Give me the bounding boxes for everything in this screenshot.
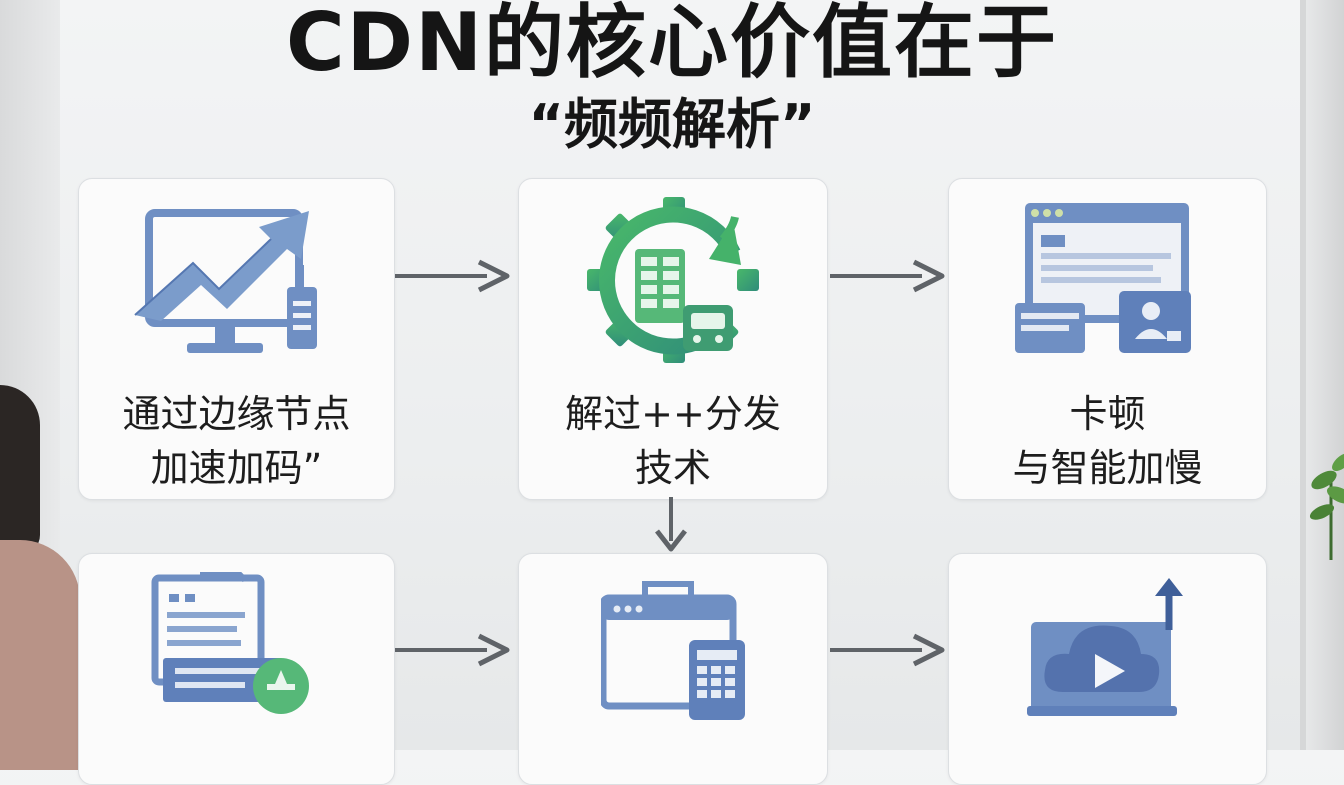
window-tablet-icon — [601, 581, 745, 720]
arrow-right-4 — [830, 633, 945, 667]
node-label-line2: 加速加码” — [150, 446, 323, 490]
plant-icon — [1309, 453, 1344, 560]
node-card-smart-buffering: 卡顿 与智能加慢 — [948, 178, 1267, 500]
arrow-down — [655, 497, 687, 552]
cloud-video-upload-icon — [1027, 578, 1183, 716]
arrow-right-2 — [830, 259, 945, 293]
background-wall-right — [1304, 0, 1344, 750]
node-card-documents — [78, 553, 395, 785]
node-label-line1: 解过++分发 — [565, 392, 781, 436]
diagram-subtitle: “频频解析” — [528, 93, 816, 156]
node-card-distribution: 解过++分发 技术 — [518, 178, 828, 500]
arrow-right-3 — [395, 633, 510, 667]
node-label-line1: 通过边缘节点 — [122, 392, 351, 436]
arrow-right-1 — [395, 259, 510, 293]
documents-printer-icon — [151, 572, 309, 714]
diagram-title: CDN的核心价值在于 — [285, 0, 1059, 89]
presenter-head — [0, 385, 40, 555]
gear-cycle-database-icon — [587, 197, 759, 363]
node-label-line2: 技术 — [634, 446, 711, 490]
node-label-line1: 卡顿 — [1069, 392, 1146, 436]
monitor-growth-chart-icon — [134, 209, 317, 353]
node-card-cloud-video — [948, 553, 1267, 785]
browser-window-profile-icon — [1015, 203, 1191, 353]
presenter-shoulder — [0, 540, 80, 770]
node-label-line2: 与智能加慢 — [1012, 446, 1203, 490]
node-card-edge-acceleration: 通过边缘节点 加速加码” — [78, 178, 395, 500]
node-card-window-tablet — [518, 553, 828, 785]
board-edge — [1300, 0, 1306, 750]
